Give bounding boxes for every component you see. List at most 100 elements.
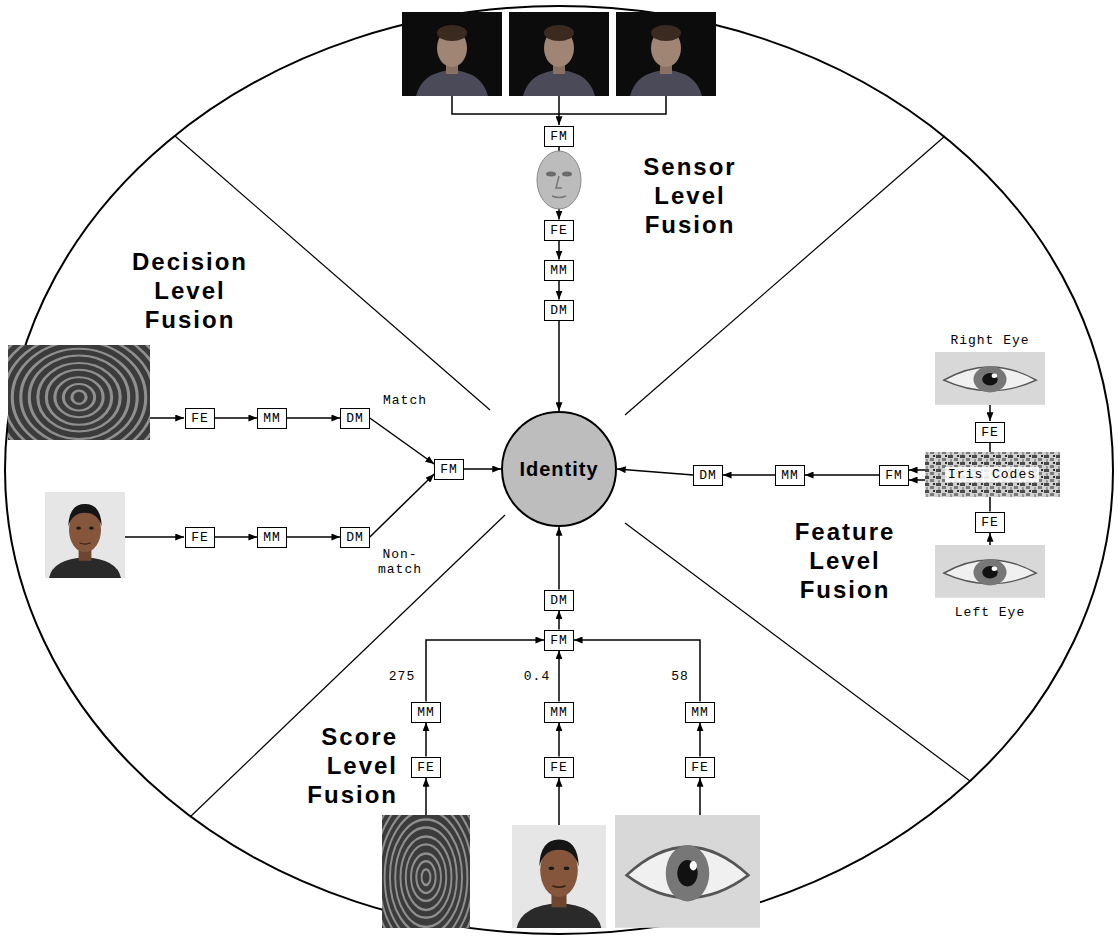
input-wire — [558, 778, 560, 825]
module-box: FE — [685, 757, 715, 778]
edge-label: 58 — [671, 669, 689, 684]
edge-label: Non- match — [378, 547, 422, 577]
module-box: MM — [775, 465, 805, 486]
module-box: FE — [975, 422, 1005, 443]
connector-arrow — [805, 474, 879, 476]
module-label: MM — [550, 705, 568, 720]
module-label: DM — [699, 468, 717, 483]
connector-arrow — [617, 469, 693, 475]
connector-arrow — [370, 418, 434, 464]
fingerprint-image — [0, 320, 171, 474]
edge-label: Match — [383, 393, 427, 408]
module-label: MM — [550, 263, 568, 278]
module-box: FM — [434, 459, 464, 480]
input-wire — [150, 417, 184, 419]
module-box: DM — [340, 408, 370, 429]
connector-arrow — [215, 536, 257, 538]
module-box: FM — [879, 465, 909, 486]
module-box: FE — [544, 220, 574, 241]
divider-line — [625, 136, 945, 415]
eye-image — [935, 545, 1045, 598]
module-label: DM — [346, 530, 364, 545]
module-label: FE — [550, 223, 568, 238]
connector-arrow — [558, 651, 560, 702]
module-box: FM — [544, 126, 574, 147]
section-title: Decision Level Fusion — [132, 247, 248, 334]
edge-label: 0.4 — [524, 669, 550, 684]
divider-line — [190, 515, 505, 817]
module-label: FM — [885, 468, 903, 483]
image-caption: Iris Codes — [945, 467, 1039, 482]
outer-ellipse — [5, 6, 1113, 934]
module-label: FM — [550, 129, 568, 144]
module-label: FE — [981, 515, 999, 530]
connector-arrow — [425, 723, 427, 757]
connector-arrow — [699, 723, 701, 757]
module-label: MM — [263, 411, 281, 426]
connector-arrow — [464, 468, 501, 470]
image-caption: Left Eye — [955, 605, 1025, 620]
module-box: DM — [693, 465, 723, 486]
module-label: FE — [550, 760, 568, 775]
edge-label: 275 — [389, 669, 415, 684]
module-label: FE — [191, 411, 209, 426]
module-label: DM — [346, 411, 364, 426]
module-label: FE — [981, 425, 999, 440]
face-image — [45, 492, 125, 578]
iris-code-strip — [925, 452, 1060, 497]
module-box: FE — [185, 527, 215, 548]
input-wire — [699, 778, 701, 815]
eye-image — [615, 815, 760, 928]
face-3d-model — [537, 151, 581, 209]
connector-arrow — [558, 281, 560, 300]
connector-arrow — [723, 474, 775, 476]
module-box: DM — [340, 527, 370, 548]
eye-image — [935, 352, 1045, 405]
iris-code-strip — [925, 452, 1060, 497]
section-title: Feature Level Fusion — [795, 517, 896, 604]
module-label: MM — [417, 705, 435, 720]
connector-arrow — [287, 536, 340, 538]
module-box: FE — [185, 408, 215, 429]
module-label: FE — [191, 530, 209, 545]
face-photo — [402, 12, 502, 96]
module-box: FE — [544, 757, 574, 778]
connector-arrow — [558, 321, 560, 412]
connector-arrow — [558, 611, 560, 630]
module-box: MM — [544, 702, 574, 723]
face-photo — [509, 12, 609, 96]
module-label: DM — [550, 303, 568, 318]
connector-arrow — [558, 241, 560, 260]
input-wire — [989, 533, 991, 545]
module-box: FE — [975, 512, 1005, 533]
connector-arrow — [370, 474, 434, 537]
module-label: FE — [417, 760, 435, 775]
module-box: FE — [411, 757, 441, 778]
module-box: DM — [544, 590, 574, 611]
input-wire — [425, 778, 427, 815]
face-image — [512, 825, 606, 928]
input-wire — [125, 536, 184, 538]
module-label: DM — [550, 593, 568, 608]
section-title: Sensor Level Fusion — [643, 152, 736, 239]
input-wire — [558, 96, 560, 125]
module-box: FM — [544, 630, 574, 651]
module-box: MM — [411, 702, 441, 723]
module-box: MM — [257, 408, 287, 429]
module-box: MM — [544, 260, 574, 281]
module-box: DM — [544, 300, 574, 321]
module-label: FM — [440, 462, 458, 477]
divider-line — [625, 523, 970, 781]
module-label: FM — [550, 633, 568, 648]
connector-arrow — [558, 527, 560, 590]
connector-arrow — [215, 417, 257, 419]
module-label: MM — [263, 530, 281, 545]
connector-arrow — [558, 723, 560, 757]
module-label: MM — [691, 705, 709, 720]
image-caption: Right Eye — [950, 333, 1029, 348]
module-label: FE — [691, 760, 709, 775]
connector-arrow — [287, 417, 340, 419]
face-photo — [616, 12, 716, 96]
module-box: MM — [257, 527, 287, 548]
identity-label: Identity — [519, 457, 598, 481]
